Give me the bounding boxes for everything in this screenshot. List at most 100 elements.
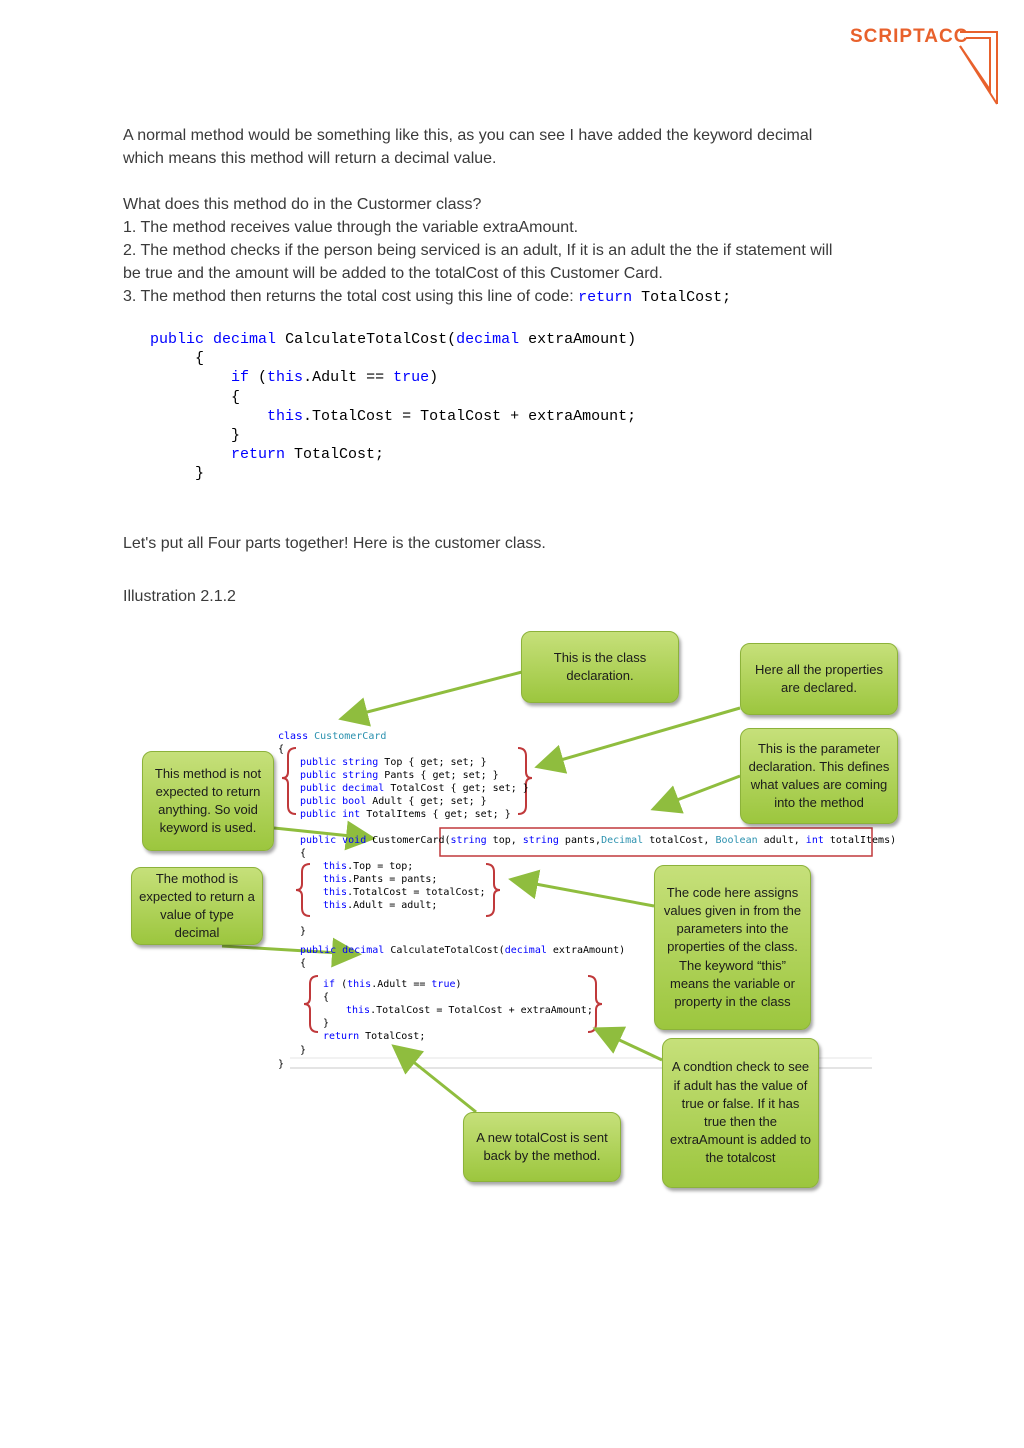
code-text: .Adult = adult; [347, 900, 438, 911]
arrow [338, 670, 523, 727]
code-keyword: decimal [504, 945, 547, 956]
code-text: TotalCost; [359, 1031, 426, 1042]
code-text: TotalCost { get; set; } [384, 783, 529, 794]
code-text: { [300, 848, 307, 859]
code-keyword: if [323, 979, 336, 990]
assign-code: this.Top = top;this.Pants = pants;this.T… [323, 860, 486, 912]
code-keyword: this [323, 874, 348, 885]
code-keyword: return [231, 446, 286, 464]
code-keyword: public void [300, 835, 367, 846]
callout-decimal-method: The mothod is expected to return a value… [131, 867, 263, 945]
arrow [508, 869, 655, 908]
brace [295, 863, 311, 917]
code-text: CalculateTotalCost( [285, 331, 457, 348]
code-text: totalCost, [643, 835, 716, 846]
class-code-header: class CustomerCard { [278, 730, 386, 756]
code-block: public decimal CalculateTotalCost(decima… [150, 330, 636, 484]
code-text: } [231, 427, 241, 445]
method-close: } [300, 1045, 307, 1056]
code-keyword: this [346, 1005, 371, 1016]
code-line: if (this.Adult == true) [150, 368, 636, 387]
step-2-line-1: 2. The method checks if the person being… [123, 242, 833, 259]
code-line: { [150, 388, 636, 407]
arrow [650, 774, 741, 814]
code-text: TotalItems { get; set; } [360, 809, 511, 820]
together-text: Let's put all Four parts together! Here … [123, 535, 546, 552]
method-code: }public decimal CalculateTotalCost(decim… [300, 925, 625, 970]
code-line: return TotalCost; [150, 445, 636, 464]
outline [439, 827, 873, 857]
code-keyword: this [323, 887, 348, 898]
step-3-code-keyword: return [578, 289, 633, 306]
code-text: ( [335, 979, 348, 990]
code-text: { [195, 350, 205, 368]
arrow [221, 937, 362, 968]
code-text: .Top = top; [347, 861, 414, 872]
illustration-arrows [221, 670, 873, 1114]
code-text: .TotalCost = TotalCost + extraAmount; [303, 407, 637, 425]
code-type: Boolean [715, 835, 758, 846]
code-text: Adult { get; set; } [366, 796, 487, 807]
code-keyword: public bool [300, 796, 367, 807]
code-type: CustomerCard [314, 731, 387, 742]
code-line: { [150, 349, 636, 368]
class-close: } [278, 1059, 285, 1070]
intro-paragraph: A normal method would be something like … [123, 124, 913, 170]
code-text: { [300, 958, 307, 969]
code-text: Pants { get; set; } [378, 770, 499, 781]
code-keyword: public string [300, 770, 379, 781]
code-keyword: string [522, 835, 559, 846]
brand-logo: SCRIPTACC [850, 24, 1000, 108]
callout-class-declaration: This is the class declaration. [521, 631, 679, 703]
code-keyword: public string [300, 757, 379, 768]
code-text: TotalCost; [285, 446, 385, 464]
code-keyword: this [267, 407, 304, 425]
brace [485, 863, 501, 917]
code-keyword: decimal [213, 331, 277, 348]
code-text: { [323, 992, 330, 1003]
code-keyword: int [805, 835, 824, 846]
arrow [534, 706, 741, 774]
illustration-label: Illustration 2.1.2 [123, 588, 236, 605]
code-keyword: true [393, 369, 430, 387]
code-line: } [150, 464, 636, 483]
code-text: .TotalCost = totalCost; [347, 887, 486, 898]
code-text: .Adult == [303, 369, 394, 387]
code-text: CustomerCard( [366, 835, 451, 846]
step-3-code-rest: TotalCost; [632, 289, 732, 306]
code-text: extraAmount) [546, 945, 626, 956]
step-3-text: 3. The method then returns the total cos… [123, 288, 579, 305]
brace [517, 747, 533, 815]
constructor-code: public void CustomerCard(string top, str… [300, 834, 896, 860]
code-text: top, [486, 835, 523, 846]
code-keyword: public [150, 331, 205, 348]
code-text: { [278, 744, 285, 755]
code-keyword: this [323, 900, 348, 911]
steps-question: What does this method do in the Custorme… [123, 196, 482, 213]
code-keyword: public decimal [300, 945, 385, 956]
properties-code: public string Top { get; set; }public st… [300, 756, 529, 821]
code-keyword: this [347, 979, 372, 990]
code-text: ) [455, 979, 462, 990]
code-keyword: this [323, 861, 348, 872]
code-text: ) [429, 369, 439, 387]
callout-condition: A condtion check to see if adult has the… [662, 1038, 819, 1188]
brand-logo-text: SCRIPTACC [850, 26, 969, 47]
code-text: totalItems) [823, 835, 897, 846]
code-line: } [150, 426, 636, 445]
arrow [592, 1026, 663, 1062]
intro-line-2: which means this method will return a de… [123, 150, 497, 167]
arrow [273, 820, 376, 851]
step-3: 3. The method then returns the total cos… [123, 285, 913, 309]
code-text: { [231, 388, 241, 406]
code-keyword: public decimal [300, 783, 385, 794]
code-keyword: true [431, 979, 456, 990]
code-keyword: class [278, 731, 309, 742]
code-text: extraAmount) [528, 331, 637, 348]
callout-void-method: This method is not expected to return an… [142, 751, 274, 851]
code-text: } [323, 1018, 330, 1029]
code-text: ( [249, 369, 268, 387]
code-keyword: this [267, 369, 304, 387]
callout-assign-code: The code here assigns values given in fr… [654, 865, 811, 1030]
code-line: public decimal CalculateTotalCost(decima… [150, 330, 636, 349]
